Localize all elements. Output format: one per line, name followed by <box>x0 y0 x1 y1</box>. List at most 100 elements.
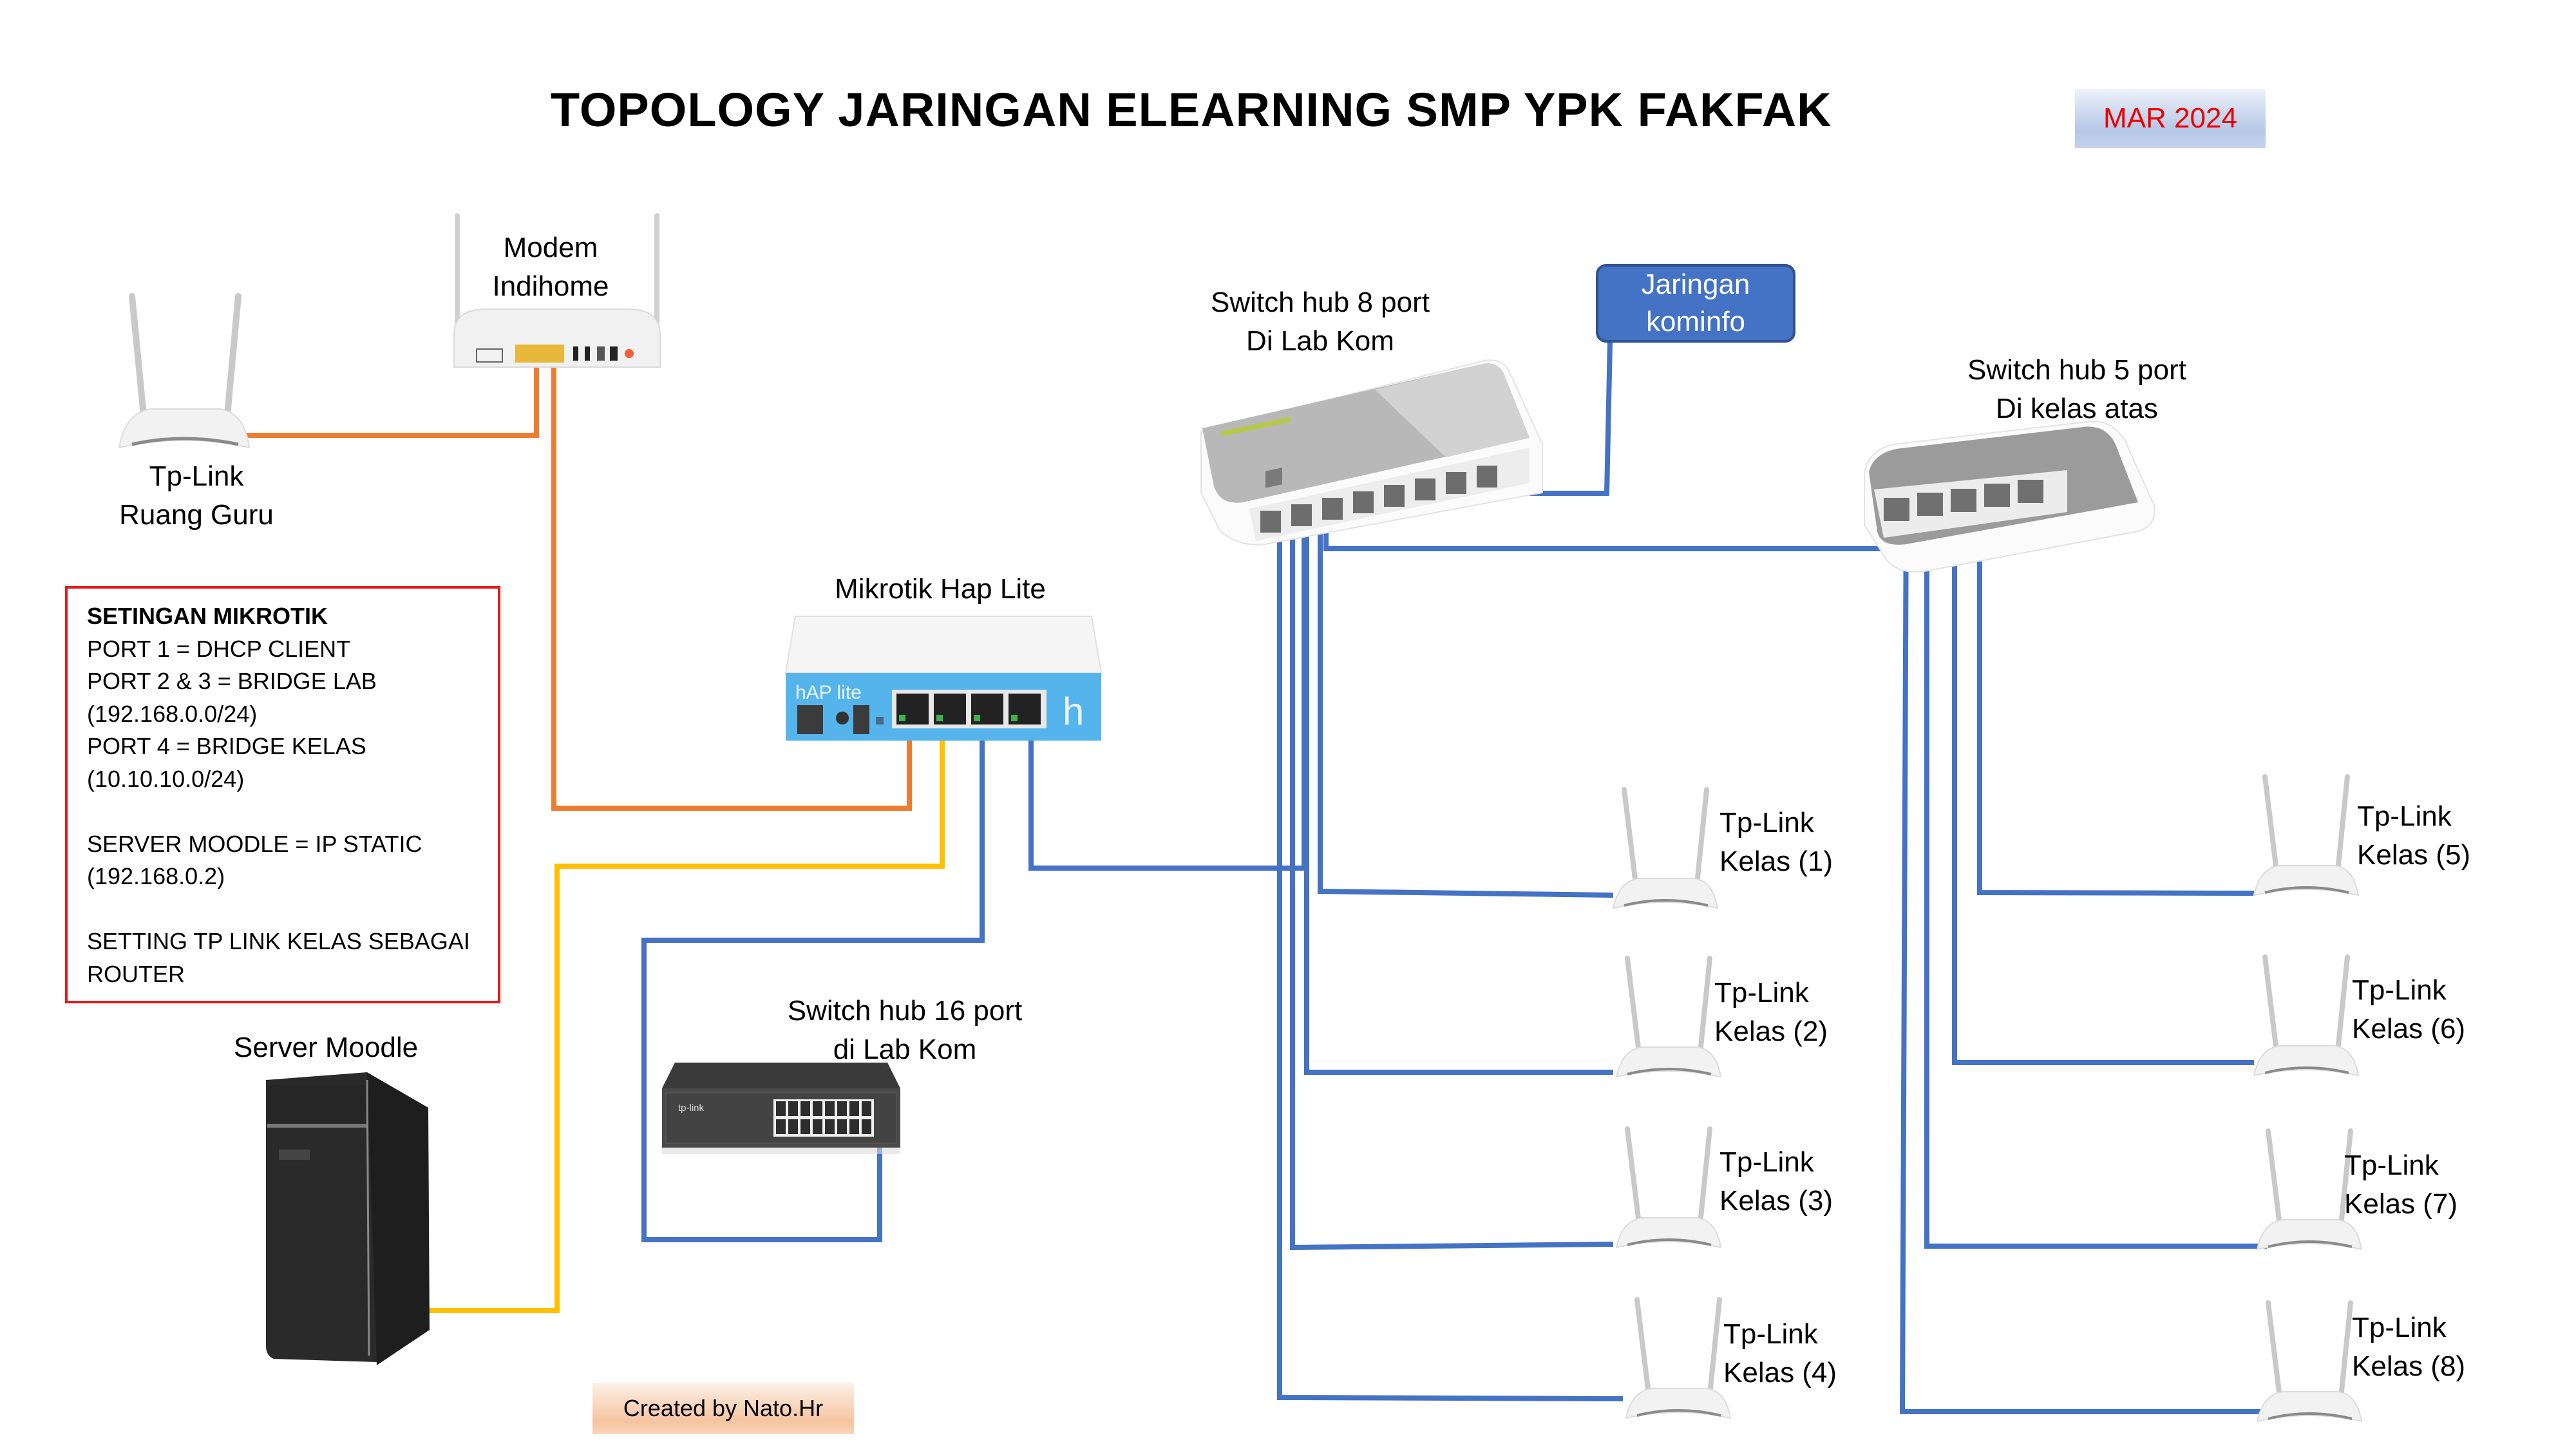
switch-port <box>837 1119 847 1134</box>
label-line: Tp-Link <box>149 460 244 492</box>
settings-blank <box>87 795 478 828</box>
switch-port <box>862 1119 871 1134</box>
server-label: Server Moodle <box>234 1032 419 1063</box>
svg-text:h: h <box>1063 690 1084 733</box>
label-line: Di Lab Kom <box>1246 325 1394 357</box>
settings-line: SERVER MOODLE = IP STATIC <box>87 830 422 857</box>
label-line: Switch hub 16 port <box>787 995 1023 1027</box>
label-line: Kelas (7) <box>2344 1188 2458 1220</box>
label-line: Kelas (5) <box>2357 839 2471 871</box>
switch-port <box>788 1119 798 1134</box>
switch8-label: Switch hub 8 port Di Lab Kom <box>1175 283 1465 361</box>
label-line: Di kelas atas <box>1996 393 2158 424</box>
label-line: kominfo <box>1645 306 1746 337</box>
switch-port <box>849 1101 859 1116</box>
server-tower-icon[interactable] <box>261 1072 467 1375</box>
switch-5-port-icon[interactable] <box>1855 415 2164 589</box>
wifi-router-icon[interactable] <box>2254 1298 2363 1426</box>
label-line: Tp-Link <box>1723 1318 1818 1350</box>
label-line: Tp-Link <box>2344 1150 2439 1181</box>
wifi-router-icon[interactable] <box>1610 784 1719 913</box>
credit-text: Created by Nato.Hr <box>623 1395 824 1421</box>
link-switch8-kelas4 <box>1277 515 1624 1401</box>
switch-port <box>776 1101 786 1116</box>
link-switch8-kelas3 <box>1290 502 1614 1251</box>
label-line: Kelas (3) <box>1719 1185 1833 1217</box>
mikrotik-label: Mikrotik Hap Lite <box>835 573 1046 605</box>
settings-line: (192.168.0.2) <box>87 863 225 889</box>
label-line: Kelas (4) <box>1723 1357 1837 1388</box>
label-line: Switch hub 5 port <box>1967 354 2186 386</box>
label-line: Modem <box>503 232 598 263</box>
wifi-router-icon[interactable] <box>2251 952 2360 1081</box>
switch16-label: Switch hub 16 port di Lab Kom <box>760 992 1050 1069</box>
switch-8-port-icon[interactable] <box>1195 357 1555 551</box>
mikrotik-router-icon[interactable]: hAP lite h <box>779 609 1108 757</box>
settings-line: PORT 4 = BRIDGE KELAS <box>87 733 366 759</box>
page-title: TOPOLOGY JARINGAN ELEARNING SMP YPK FAKF… <box>551 83 1832 137</box>
mikrotik-settings-note: SETINGAN MIKROTIK PORT 1 = DHCP CLIENT P… <box>65 586 500 1003</box>
label-line: Indihome <box>492 270 609 302</box>
switch-16-port-icon[interactable]: tp-link <box>656 1059 907 1169</box>
settings-line: SETTING TP LINK KELAS SEBAGAI <box>87 928 470 954</box>
link-switch8-kelas2 <box>1304 489 1613 1075</box>
label-line: Ruang Guru <box>119 499 274 531</box>
wifi-router-icon[interactable] <box>1613 1124 1723 1253</box>
switch-port <box>800 1101 810 1116</box>
switch-port <box>788 1101 798 1116</box>
switch16-brand-text: tp-link <box>678 1103 705 1113</box>
label-line: Kelas (2) <box>1714 1016 1828 1047</box>
label-line: Tp-Link <box>1714 977 1809 1009</box>
label-line: Tp-Link <box>2352 974 2447 1006</box>
switch5-label: Switch hub 5 port Di kelas atas <box>1932 351 2222 428</box>
link-switch8-kelas1 <box>1318 477 1614 898</box>
settings-line: PORT 2 & 3 = BRIDGE LAB <box>87 668 377 694</box>
settings-blank <box>87 893 478 926</box>
mikrotik-brand-text: hAP lite <box>795 682 862 703</box>
modem-label: Modem Indihome <box>451 229 650 306</box>
settings-line: ROUTER <box>87 960 185 987</box>
switch-port <box>813 1119 822 1134</box>
credit-label: Created by Nato.Hr <box>592 1383 854 1434</box>
settings-line: PORT 1 = DHCP CLIENT <box>87 635 351 662</box>
switch-port <box>825 1119 835 1134</box>
switch-port <box>849 1119 859 1134</box>
settings-line: (10.10.10.0/24) <box>87 765 245 792</box>
settings-line: (192.168.0.0/24) <box>87 700 258 727</box>
kominfo-network-node[interactable]: Jaringan kominfo <box>1596 264 1795 343</box>
switch-port <box>776 1119 786 1134</box>
date-badge: MAR 2024 <box>2075 89 2266 148</box>
wifi-router-icon[interactable] <box>2254 1126 2363 1255</box>
wifi-router-icon[interactable] <box>1613 953 1723 1082</box>
label-line: Tp-Link <box>2357 800 2452 832</box>
switch-port <box>825 1101 835 1116</box>
wifi-router-icon[interactable] <box>113 290 254 457</box>
modem-icon[interactable] <box>448 213 667 380</box>
label-line: Tp-Link <box>1719 807 1814 838</box>
wifi-router-icon[interactable] <box>2251 772 2360 900</box>
label-line: Jaringan <box>1641 269 1750 300</box>
link-modem-mikrotik <box>551 357 912 811</box>
label-line: Switch hub 8 port <box>1211 287 1430 318</box>
link-switch5-kelas5 <box>1977 509 2255 896</box>
settings-heading: SETINGAN MIKROTIK <box>87 603 328 629</box>
label-line: Kelas (1) <box>1719 846 1833 877</box>
switch-port <box>837 1101 847 1116</box>
link-mikrotik-server <box>411 716 945 1313</box>
date-badge-text: MAR 2024 <box>2103 102 2237 134</box>
label-line: Kelas (8) <box>2352 1350 2466 1382</box>
wifi-router-icon[interactable] <box>1623 1294 1732 1423</box>
label-line: Kelas (6) <box>2352 1013 2466 1045</box>
link-mikrotik-switch16 <box>641 716 985 1242</box>
label-line: di Lab Kom <box>833 1034 977 1065</box>
link-switch5-kelas7 <box>1924 499 2267 1249</box>
switch-port <box>813 1101 822 1116</box>
